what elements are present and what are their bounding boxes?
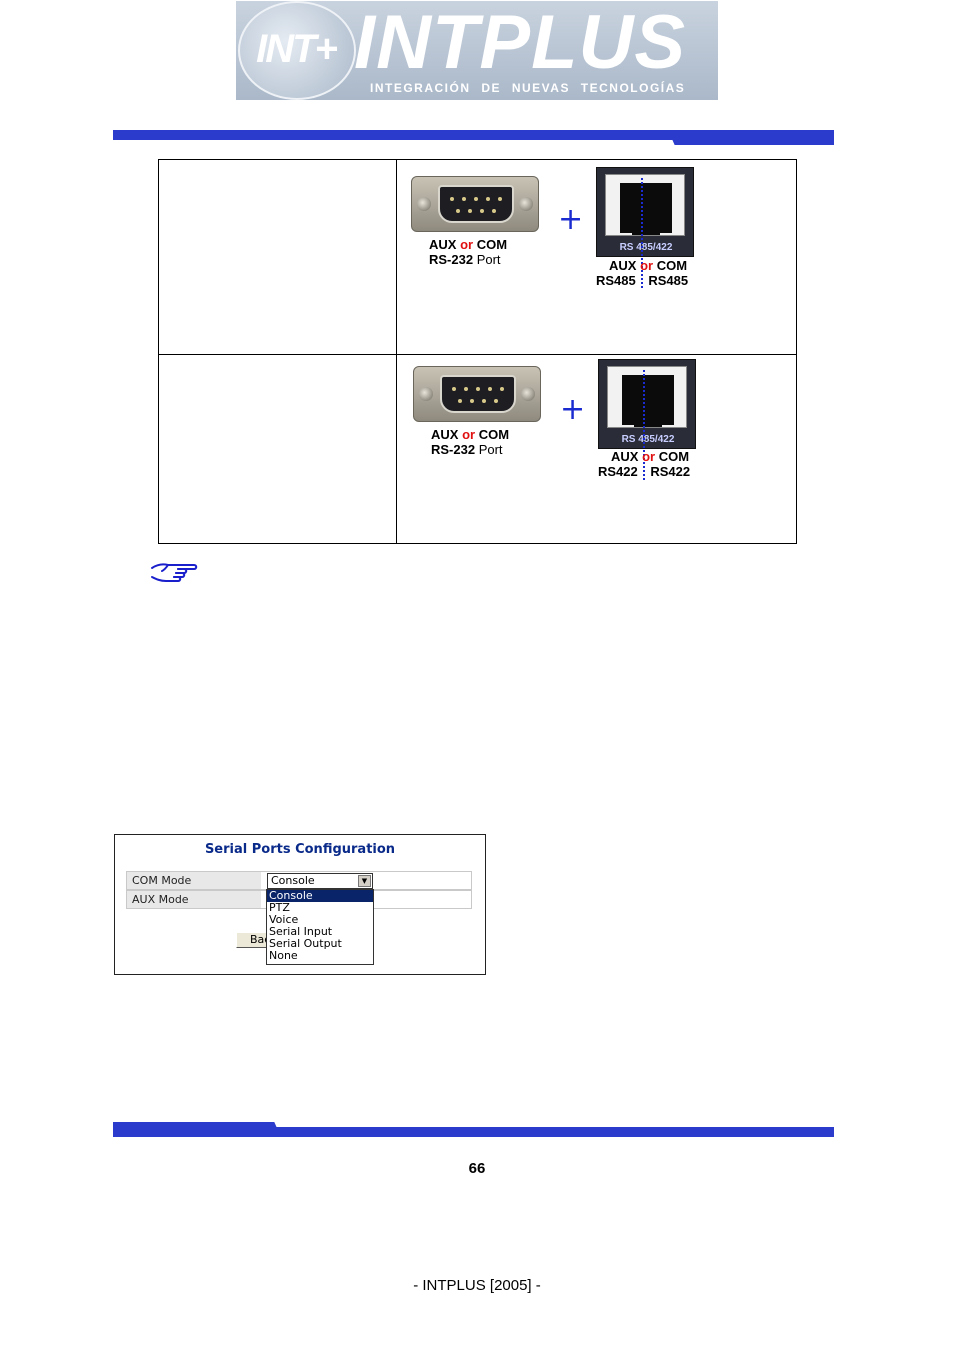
rj45-connector: RS 485/422	[596, 167, 694, 257]
dropdown-option-console[interactable]: Console	[267, 890, 373, 902]
back-button[interactable]: Back	[236, 932, 268, 948]
screw-icon	[519, 197, 533, 211]
page-number: 66	[468, 1160, 486, 1177]
rj45-connector: RS 485/422	[598, 359, 696, 449]
dropdown-option-voice[interactable]: Voice	[269, 913, 299, 926]
select-value: Console	[271, 874, 315, 887]
hand-pointer-icon	[151, 563, 198, 582]
rj45-port-label: AUX or COM RS485 RS485	[596, 258, 689, 288]
screw-icon	[521, 387, 535, 401]
db9-port-label: AUX or COM RS-232 Port	[429, 237, 508, 267]
split-line	[643, 370, 645, 480]
screw-icon	[417, 197, 431, 211]
footer-text: - INTPLUS [2005] -	[413, 1277, 541, 1294]
footer-bar	[113, 1127, 834, 1137]
header-bar-tab	[668, 130, 834, 145]
dropdown-option-ptz[interactable]: PTZ	[269, 901, 290, 914]
rj45-jack-text: RS 485/422	[621, 434, 675, 445]
db9-port-label: AUX or COM RS-232 Port	[431, 427, 510, 457]
com-mode-select[interactable]: Console ▼	[267, 873, 373, 889]
screw-icon	[419, 387, 433, 401]
table-divider-vertical	[396, 159, 397, 544]
logo-tagline: INTEGRACIÓN DE NUEVAS TECNOLOGÍAS	[370, 81, 686, 95]
footer-bar-tab	[113, 1122, 281, 1137]
globe-icon	[238, 1, 356, 100]
dropdown-option-serial-input[interactable]: Serial Input	[269, 925, 333, 938]
connector-table	[158, 159, 797, 544]
intplus-logo: INT+ INTPLUS INTEGRACIÓN DE NUEVAS TECNO…	[236, 1, 718, 100]
db9-connector	[411, 176, 539, 232]
db9-connector	[413, 366, 541, 422]
db9-shell	[440, 375, 516, 413]
split-line	[641, 178, 643, 288]
db9-shell	[438, 185, 514, 223]
logo-wordmark: INTPLUS	[354, 1, 687, 85]
com-mode-label: COM Mode	[127, 872, 261, 889]
aux-mode-label: AUX Mode	[127, 891, 261, 908]
dropdown-option-serial-output[interactable]: Serial Output	[269, 937, 342, 950]
logo-mark: INT+	[256, 27, 338, 71]
table-divider-horizontal	[158, 354, 797, 355]
rj45-jack-text: RS 485/422	[619, 242, 673, 253]
com-mode-dropdown[interactable]: Console PTZ Voice Serial Input Serial Ou…	[266, 889, 374, 965]
chevron-down-icon[interactable]: ▼	[358, 875, 371, 887]
dropdown-option-none[interactable]: None	[269, 949, 298, 962]
plus-icon: +	[560, 392, 586, 427]
header-bar	[113, 130, 834, 140]
panel-title: Serial Ports Configuration	[204, 842, 396, 857]
rj45-port-label: AUX or COM RS422 RS422	[598, 449, 691, 479]
plus-icon: +	[558, 202, 584, 237]
